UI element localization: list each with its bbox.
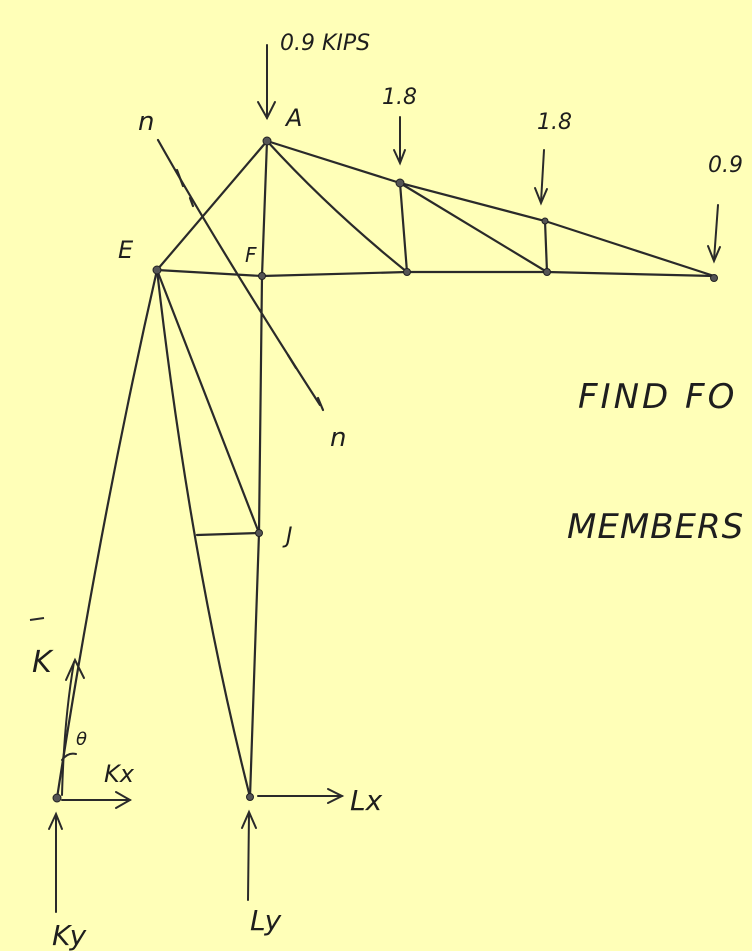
reaction-label-K: K (32, 645, 54, 680)
node-label-J: J (282, 524, 293, 549)
member-diagonal-2 (398, 181, 549, 274)
load-label-3: 1.8 (537, 110, 572, 135)
load-arrow-3 (534, 149, 548, 206)
section-cut-nn (156, 138, 325, 412)
reaction-arrows (48, 657, 345, 913)
K-vector-bar (29, 617, 45, 621)
node-J (255, 529, 263, 537)
section-label-top: n (138, 107, 154, 137)
reaction-label-Ky: Ky (52, 919, 87, 951)
reaction-label-Kx: Kx (104, 760, 135, 788)
member-bottom-chord (155, 268, 716, 278)
load-label-A: 0.9 KIPS (280, 31, 370, 56)
member-AE (155, 139, 269, 272)
member-top-chord (265, 139, 716, 278)
node-label-F: F (245, 243, 257, 267)
node-E (152, 265, 162, 275)
truss-nodes (52, 136, 718, 803)
member-EJ (155, 268, 261, 535)
node-F (258, 272, 266, 280)
truss-members (55, 139, 716, 800)
node-label-A: A (284, 104, 302, 132)
node-L (246, 793, 254, 801)
reaction-label-theta: θ (76, 729, 87, 750)
node-K (52, 793, 62, 803)
load-label-2: 1.8 (382, 85, 417, 110)
load-label-4: 0.9 (708, 153, 743, 178)
load-arrow-4 (707, 204, 721, 264)
note-line-2: MEMBERS (567, 507, 744, 547)
load-arrows (257, 44, 721, 264)
node-A (262, 136, 272, 146)
node-bottom-2 (403, 268, 411, 276)
labels: 0.9 KIPS 1.8 1.8 0.9 A E F J n n K θ Kx … (29, 31, 744, 951)
member-EK (55, 268, 159, 800)
node-top-3 (541, 217, 549, 225)
member-J-horizontal (195, 531, 261, 537)
reaction-Kx-arrow (61, 791, 133, 809)
member-EL (155, 268, 252, 799)
reaction-label-Lx: Lx (350, 784, 383, 817)
note-line-1: FIND FO (578, 377, 737, 417)
member-diagonal-1 (265, 139, 409, 274)
reaction-Lx-arrow (257, 788, 345, 804)
reaction-Ky-arrow (48, 811, 63, 913)
member-vertical-2 (398, 181, 409, 274)
node-label-E: E (118, 236, 134, 264)
reaction-label-Ly: Ly (250, 904, 282, 937)
member-vertical-3 (543, 219, 549, 274)
node-tip (710, 274, 718, 282)
load-arrow-A (257, 44, 276, 121)
reaction-K-arrow (61, 657, 85, 796)
load-arrow-2 (393, 116, 406, 166)
reaction-Ly-arrow (241, 809, 257, 901)
theta-arc (61, 752, 77, 761)
node-top-2 (395, 178, 405, 188)
section-label-bottom: n (330, 423, 346, 453)
node-bottom-3 (543, 268, 551, 276)
member-vertical-AL (248, 139, 269, 799)
